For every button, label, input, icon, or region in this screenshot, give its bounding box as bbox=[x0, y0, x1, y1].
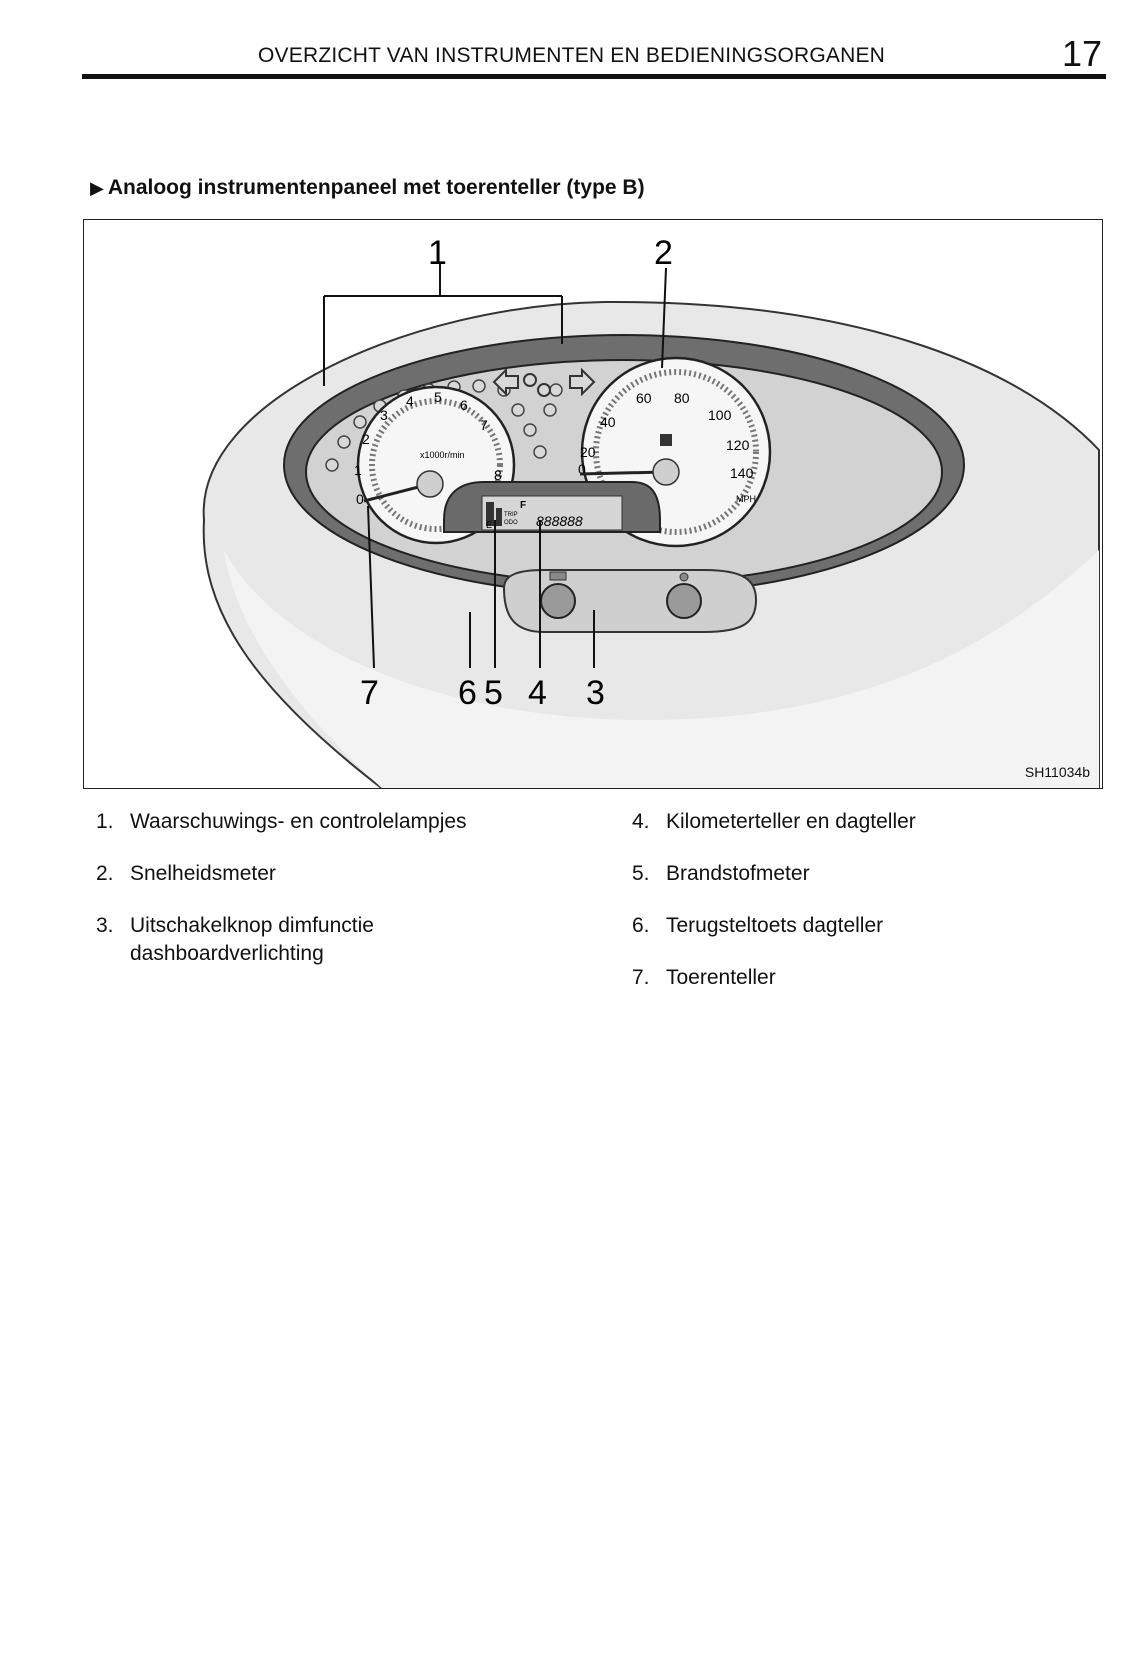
callout-5: 5 bbox=[484, 674, 503, 712]
legend-item-number: 4. bbox=[632, 810, 650, 833]
speedo-scale-40: 40 bbox=[600, 414, 616, 430]
speedo-scale-120: 120 bbox=[726, 437, 750, 453]
section-heading-text: Analoog instrumentenpaneel met toerentel… bbox=[107, 176, 645, 199]
speedo-scale-80: 80 bbox=[674, 390, 690, 406]
turn-signal-indicators bbox=[492, 367, 596, 397]
legend-item-text: Brandstofmeter bbox=[666, 862, 810, 885]
legend-item-number: 5. bbox=[632, 862, 650, 885]
callout-1: 1 bbox=[428, 234, 447, 272]
odometer-readout: 888888 bbox=[536, 513, 583, 529]
speedo-scale-20: 20 bbox=[580, 444, 596, 460]
legend-item-text: Toerenteller bbox=[666, 966, 776, 989]
legend-item-text: Terugsteltoets dagteller bbox=[666, 914, 884, 937]
figure-code: SH11034b bbox=[1024, 764, 1090, 780]
tach-unit: x1000r/min bbox=[420, 450, 465, 460]
fuel-pump-icon bbox=[660, 434, 672, 446]
fuel-empty-label: E bbox=[486, 520, 492, 530]
tach-scale-2: 2 bbox=[362, 431, 370, 447]
legend-item: 5. Brandstofmeter bbox=[632, 860, 1052, 888]
legend-item-text: Waarschuwings- en controlelampjes bbox=[130, 810, 467, 833]
legend-item: 1. Waarschuwings- en controlelampjes bbox=[96, 808, 536, 836]
callout-4: 4 bbox=[528, 674, 547, 712]
speedo-scale-100: 100 bbox=[708, 407, 732, 423]
callout-2: 2 bbox=[654, 234, 673, 272]
triangle-right-icon: ▶ bbox=[90, 177, 104, 198]
legend-item-number: 6. bbox=[632, 914, 650, 937]
speedo-hub bbox=[652, 458, 680, 486]
callout-7: 7 bbox=[360, 674, 379, 712]
tach-scale-1: 1 bbox=[354, 462, 362, 478]
trip-reset-knob bbox=[540, 583, 576, 619]
turn-right-icon bbox=[569, 367, 596, 397]
legend-left-column: 1. Waarschuwings- en controlelampjes 2. … bbox=[96, 808, 536, 992]
legend-item-number: 1. bbox=[96, 810, 114, 833]
speedo-scale-0: 0 bbox=[578, 461, 586, 477]
legend-item-text: Snelheidsmeter bbox=[130, 862, 276, 885]
section-heading: ▶ Analoog instrumentenpaneel met toerent… bbox=[90, 176, 645, 200]
dimmer-cancel-knob bbox=[666, 583, 702, 619]
legend-item-number: 2. bbox=[96, 862, 114, 885]
legend-item-text: Uitschakelknop dimfunctie dashboardverli… bbox=[130, 914, 374, 965]
page-header-title: OVERZICHT VAN INSTRUMENTEN EN BEDIENINGS… bbox=[258, 44, 886, 67]
fuel-gauge-bars bbox=[486, 502, 502, 526]
legend-item: 3. Uitschakelknop dimfunctie dashboardve… bbox=[96, 912, 536, 968]
callout-lines bbox=[323, 264, 667, 669]
instrument-panel-figure: 0 1 2 3 4 5 6 7 8 x1000r/min 0 20 40 60 … bbox=[83, 219, 1103, 789]
fuel-full-label: F bbox=[520, 500, 526, 511]
tach-scale-7: 7 bbox=[480, 417, 488, 433]
legend-item-number: 3. bbox=[96, 914, 114, 937]
legend-right-column: 4. Kilometerteller en dagteller 5. Brand… bbox=[632, 808, 1052, 1016]
page-number: 17 bbox=[1062, 33, 1103, 74]
instrument-panel-illustration: 0 1 2 3 4 5 6 7 8 x1000r/min 0 20 40 60 … bbox=[202, 234, 1100, 788]
lcd-display: F E TRIP ODO 888888 bbox=[443, 481, 661, 533]
legend-item: 2. Snelheidsmeter bbox=[96, 860, 536, 888]
tach-hub bbox=[416, 470, 444, 498]
callout-6: 6 bbox=[458, 674, 477, 712]
speedo-needle bbox=[579, 470, 665, 476]
legend-item: 6. Terugsteltoets dagteller bbox=[632, 912, 1052, 940]
tach-scale-5: 5 bbox=[434, 389, 442, 405]
dashboard-shell-lower bbox=[224, 550, 1099, 788]
tach-scale-4: 4 bbox=[406, 393, 414, 409]
lower-button-panel bbox=[502, 569, 758, 633]
legend-item: 7. Toerenteller bbox=[632, 964, 1052, 992]
legend-item-text: Kilometerteller en dagteller bbox=[666, 810, 916, 833]
legend-item-number: 7. bbox=[632, 966, 650, 989]
turn-left-icon bbox=[492, 367, 519, 397]
trip-label: TRIP bbox=[504, 512, 518, 518]
tach-scale-6: 6 bbox=[460, 397, 468, 413]
speedo-unit: MPH bbox=[736, 494, 756, 504]
odo-label: ODO bbox=[504, 520, 518, 526]
speedo-scale-60: 60 bbox=[636, 390, 652, 406]
legend-item: 4. Kilometerteller en dagteller bbox=[632, 808, 1052, 836]
tach-scale-3: 3 bbox=[380, 407, 388, 423]
speedo-scale-140: 140 bbox=[730, 465, 754, 481]
header-rule bbox=[82, 74, 1106, 79]
tach-scale-0: 0 bbox=[356, 491, 364, 507]
tach-scale-8: 8 bbox=[494, 467, 502, 483]
callout-3: 3 bbox=[586, 674, 605, 712]
